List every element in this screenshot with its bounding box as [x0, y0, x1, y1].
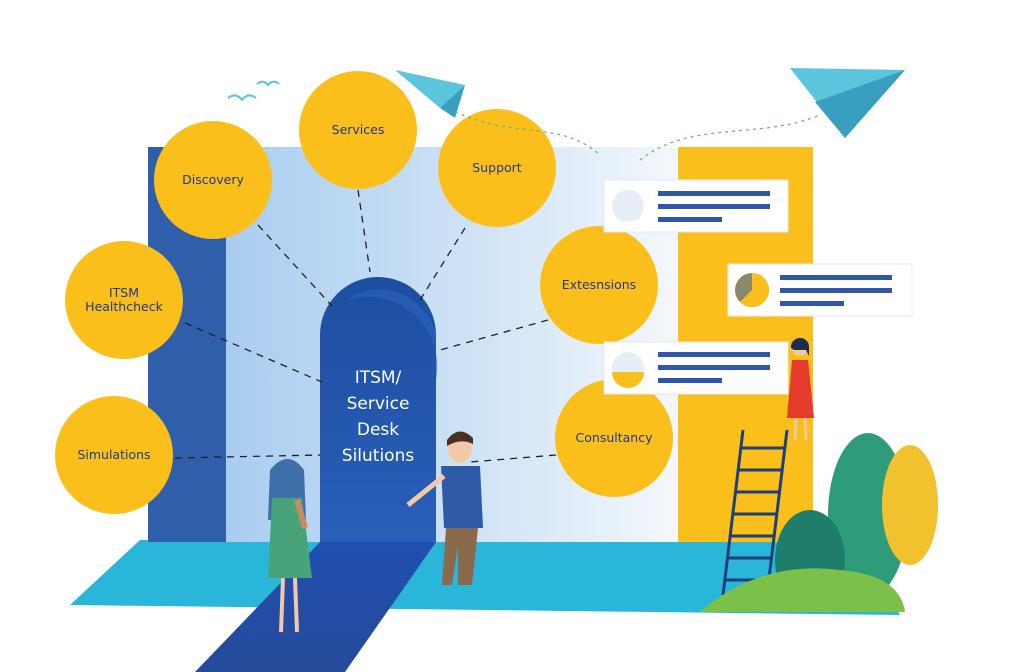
node-healthcheck-circle	[65, 241, 183, 359]
node-discovery: Discovery	[154, 121, 272, 239]
node-extensions-label: Extesnsions	[562, 277, 636, 292]
plane-trail	[454, 111, 601, 156]
connector-simulations	[174, 454, 321, 459]
label-line: Silutions	[342, 446, 415, 466]
label-line: ITSM/	[355, 368, 402, 388]
profile-card-2	[727, 263, 913, 317]
label-line: Discovery	[182, 172, 244, 187]
node-extensions-circle	[540, 226, 658, 344]
profile-card-1	[603, 179, 789, 233]
connectors	[174, 189, 557, 463]
label-line: Services	[332, 122, 385, 137]
door-shadow	[346, 289, 438, 380]
plane-trail	[639, 114, 821, 161]
label-line: Extesnsions	[562, 277, 636, 292]
label-line: Simulations	[77, 447, 150, 462]
paper-plane-icon	[395, 70, 465, 118]
node-services-label: Services	[332, 122, 385, 137]
woman-figure-right	[787, 337, 814, 441]
node-support-label: Support	[472, 160, 522, 175]
man-figure	[406, 431, 483, 585]
node-support: Support	[438, 109, 556, 227]
connector-services	[357, 189, 371, 273]
connector-support	[419, 227, 466, 301]
carpet	[195, 542, 436, 672]
node-discovery-label: Discovery	[182, 172, 244, 187]
node-extensions: Extesnsions	[540, 226, 658, 344]
profile-card-3	[603, 341, 789, 395]
label-line: ITSM	[109, 285, 139, 300]
label-line: Support	[472, 160, 522, 175]
node-discovery-circle	[154, 121, 272, 239]
paper-plane-icon	[790, 68, 905, 138]
connector-extensions	[439, 319, 549, 351]
node-consultancy-circle	[555, 379, 673, 497]
node-support-circle	[438, 109, 556, 227]
label-line: Desk	[357, 420, 399, 440]
label-line: Consultancy	[576, 430, 654, 445]
node-services-circle	[299, 71, 417, 189]
avatar-icon	[612, 190, 644, 222]
label-line: Service	[347, 394, 410, 414]
connector-discovery	[257, 224, 333, 307]
label-line: Healthcheck	[85, 299, 163, 314]
node-simulations-label: Simulations	[77, 447, 150, 462]
node-consultancy: Consultancy	[555, 379, 673, 497]
connector-consultancy	[469, 454, 557, 463]
bird-icon	[256, 80, 280, 87]
bird-icon	[227, 94, 257, 102]
node-services: Services	[299, 71, 417, 189]
node-simulations: Simulations	[55, 396, 173, 514]
woman-figure-left	[268, 459, 312, 633]
node-simulations-circle	[55, 396, 173, 514]
plant	[700, 433, 938, 612]
center-door	[320, 277, 436, 542]
node-consultancy-label: Consultancy	[576, 430, 654, 445]
